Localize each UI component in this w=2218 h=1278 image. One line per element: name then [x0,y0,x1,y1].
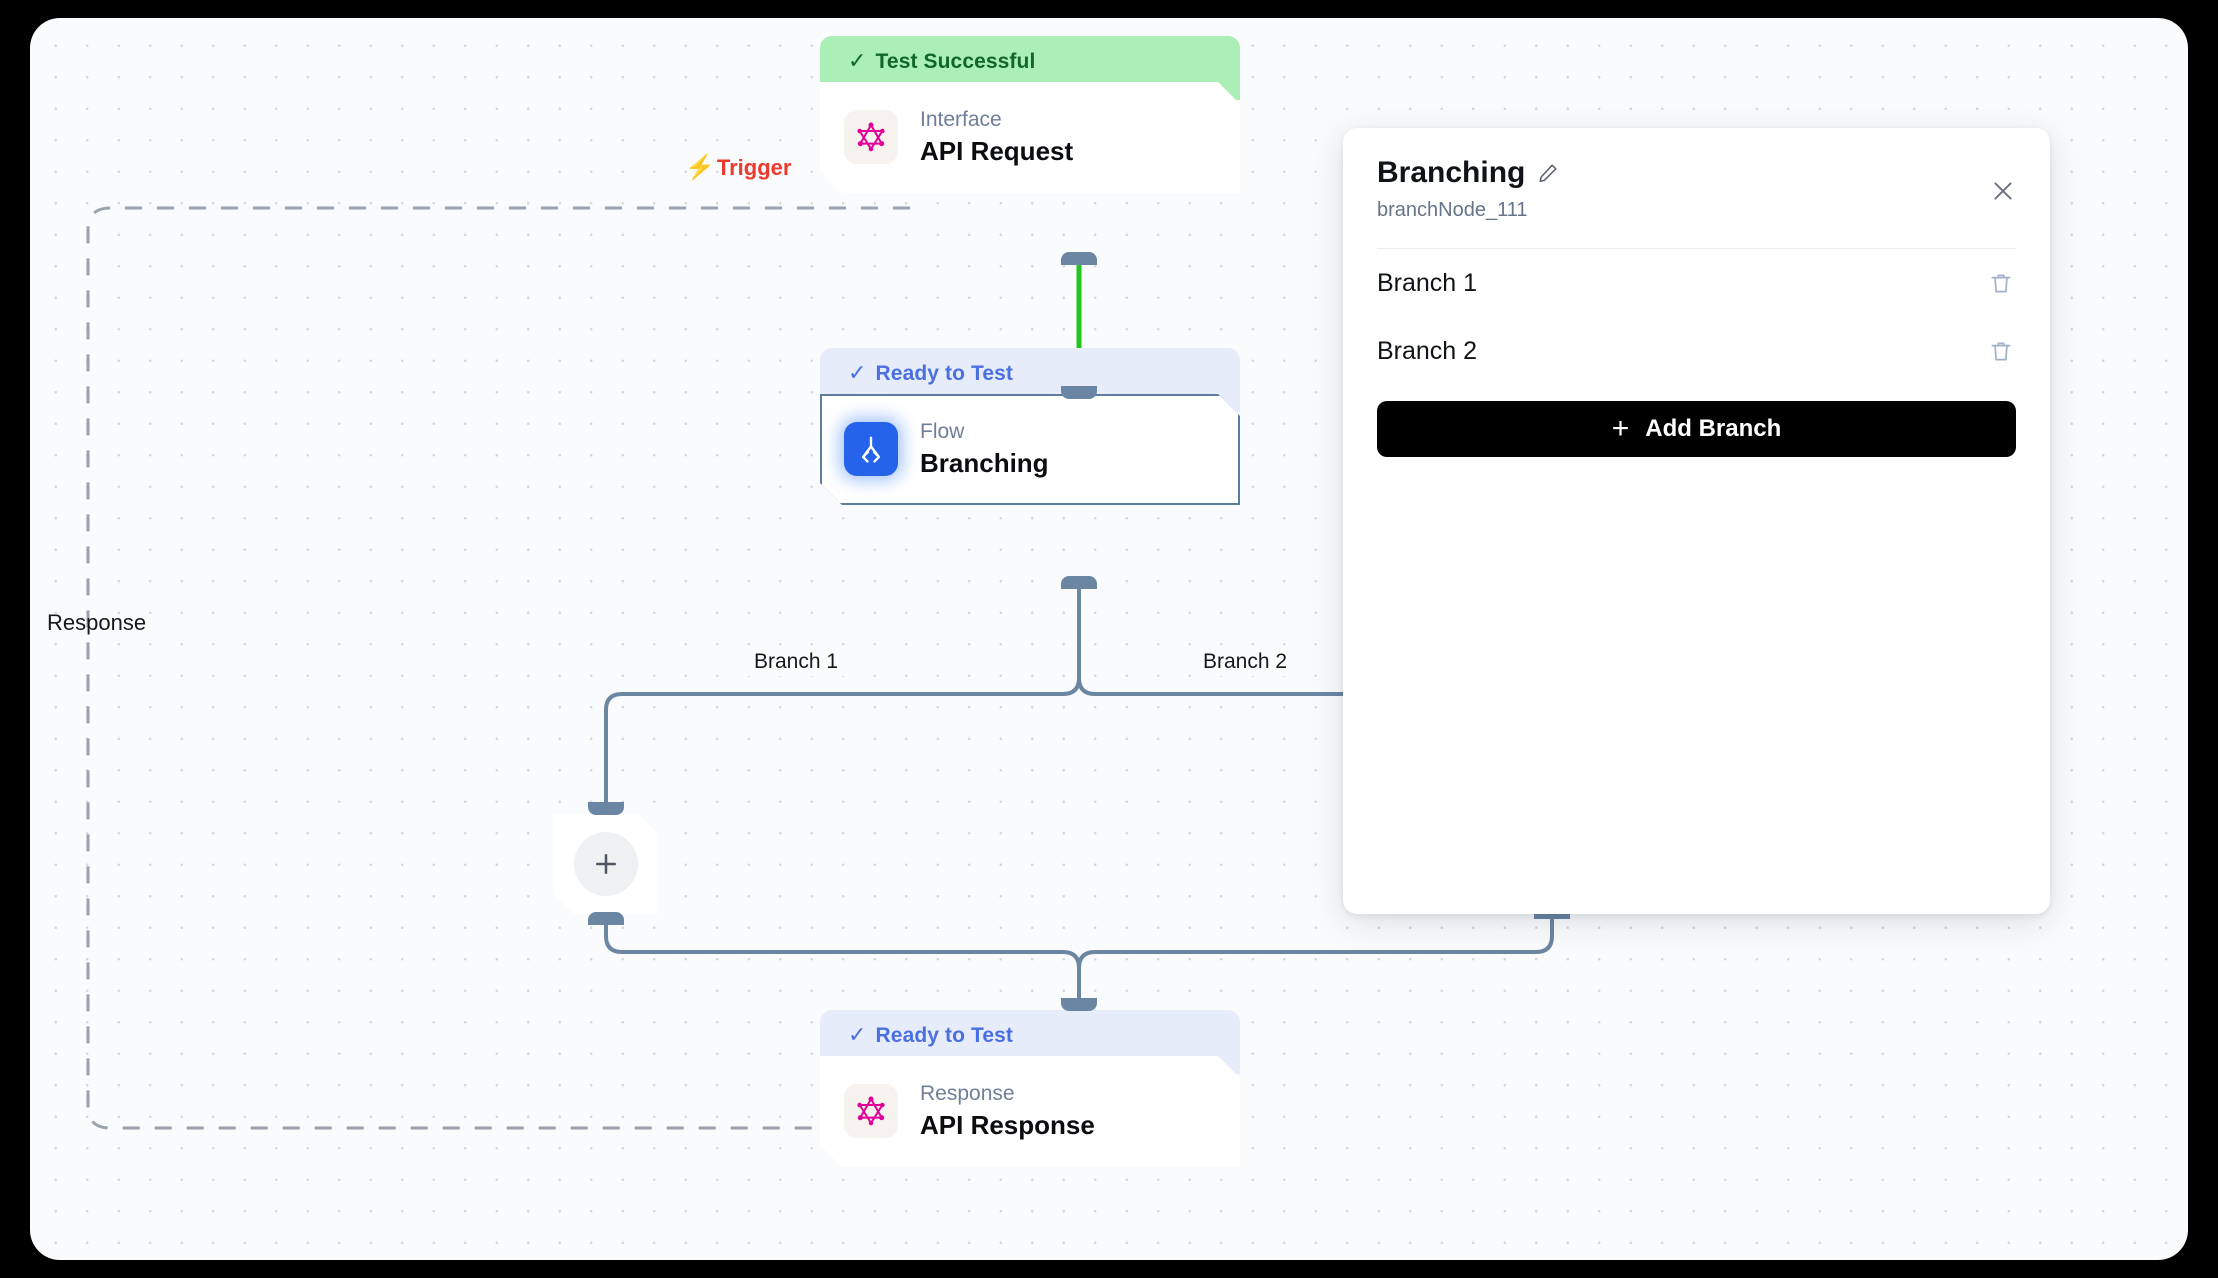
check-icon: ✓ [848,360,867,385]
node-kind-label: Interface [920,108,1002,131]
panel-title: Branching [1377,156,1526,189]
node-branching[interactable]: ✓ Ready to Test Flow Branching [820,348,1240,505]
panel-subtitle: branchNode_111 [1377,199,1528,221]
trash-icon[interactable] [1986,336,2016,366]
branch-name-label: Branch 1 [1377,268,1478,297]
node-body-selected[interactable]: Flow Branching [820,394,1240,505]
node-handle-source-branching[interactable] [1061,576,1097,589]
add-step-node[interactable] [554,814,658,914]
lightning-bolt-icon: ⚡ [685,154,715,181]
node-api-response[interactable]: ✓ Ready to Test [820,1010,1240,1167]
node-body[interactable]: Response API Response [820,1056,1240,1167]
trigger-label-text: Trigger [716,154,792,180]
edge-label-branch-2: Branch 2 [1195,648,1296,676]
plus-icon [591,849,621,879]
node-title-label: API Request [920,136,1074,167]
window-corner-mark-bottom-left [0,1248,30,1278]
node-status-text: Ready to Test [875,362,1013,385]
node-handle-target-branching[interactable] [1061,386,1097,399]
node-kind-label: Flow [920,420,965,443]
branch-flow-icon [844,422,898,476]
trash-icon[interactable] [1986,268,2016,298]
branch-list-item[interactable]: Branch 2 [1343,317,2050,385]
node-title-label: API Response [920,1110,1095,1141]
node-text: Flow Branching [920,420,1049,479]
add-branch-label: Add Branch [1645,415,1782,442]
graphql-icon [844,110,898,164]
window-corner-mark-top-left [0,0,30,30]
node-status-text: Ready to Test [875,1024,1013,1047]
node-api-request[interactable]: ✓ Test Successful [820,36,1240,193]
node-text: Response API Response [920,1082,1095,1141]
plus-icon: + [1611,412,1630,445]
node-status-badge-ready: ✓ Ready to Test [820,348,1240,412]
pencil-icon[interactable] [1537,162,1559,184]
trigger-label: ⚡ Trigger [685,153,791,182]
node-title-label: Branching [920,448,1049,479]
panel-header: Branching branchNode_111 [1343,128,2050,222]
node-status-text: Test Successful [875,50,1036,73]
check-icon: ✓ [848,1022,867,1047]
check-icon: ✓ [848,48,867,73]
branch-name-label: Branch 2 [1377,336,1478,365]
window-corner-mark-top-right [2188,0,2218,30]
add-branch-button[interactable]: + Add Branch [1377,401,2016,457]
add-step-circle[interactable] [574,832,638,896]
node-handle-source-api-request[interactable] [1061,252,1097,265]
branching-properties-panel[interactable]: Branching branchNode_111 [1343,128,2050,914]
branch-list-item[interactable]: Branch 1 [1343,249,2050,317]
panel-divider [1377,248,2016,249]
graphql-icon [844,1084,898,1138]
close-icon[interactable] [1986,174,2020,208]
node-handle-target-api-response[interactable] [1061,998,1097,1011]
node-body[interactable]: Interface API Request [820,82,1240,193]
response-label: Response [47,610,147,635]
node-handle-target-add-step[interactable] [588,802,624,815]
edge-label-branch-1: Branch 1 [746,648,847,676]
workflow-canvas[interactable]: ⚡ Trigger Response Branch 1 Branch 2 ✓ Te… [30,18,2188,1260]
node-kind-label: Response [920,1082,1015,1105]
panel-title-row: Branching [1377,156,2016,189]
node-handle-source-add-step[interactable] [588,912,624,925]
node-text: Interface API Request [920,108,1073,167]
window-corner-mark-bottom-right [2188,1248,2218,1278]
